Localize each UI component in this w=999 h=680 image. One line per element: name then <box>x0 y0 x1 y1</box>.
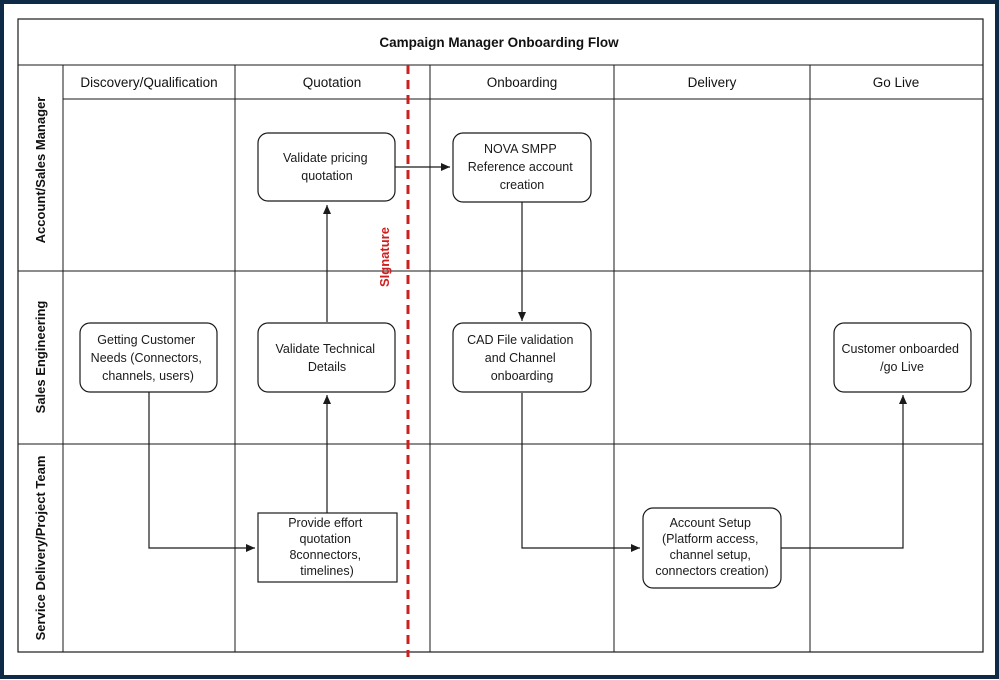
svg-text:Validate pricing quotati: Validate pricing quotation <box>283 151 371 183</box>
node-getting-customer-needs: Getting Customer Needs (Connectors, chan… <box>79 322 218 393</box>
node-nova-smpp: NOVA SMPP Reference account creation <box>452 132 592 203</box>
node-provide-effort-quotation: Provide effort quotation 8connectors, ti… <box>257 512 398 583</box>
node-cad-file-validation: CAD File validation and Channel onboardi… <box>452 322 592 393</box>
arrow-account-setup-to-go-live <box>781 395 907 549</box>
column-header-delivery: Delivery <box>688 75 737 90</box>
column-header-go-live: Go Live <box>873 75 920 90</box>
column-header-onboarding: Onboarding <box>487 75 558 90</box>
svg-text:Getting Customer Needs (: Getting Customer Needs (Connectors, chan… <box>91 333 206 383</box>
svg-text:Customer onboarded /go L: Customer onboarded /go Live <box>842 342 963 374</box>
svg-text:NOVA SMPP Reference acco: NOVA SMPP Reference account creation <box>468 142 576 192</box>
diagram-title: Campaign Manager Onboarding Flow <box>379 35 619 50</box>
svg-text:CAD File validation and: CAD File validation and Channel onboardi… <box>467 333 577 383</box>
column-header-quotation: Quotation <box>303 75 362 90</box>
swimlane-diagram: Campaign Manager Onboarding Flow Discove… <box>17 18 984 657</box>
lane-label-account-sales-manager: Account/Sales Manager <box>33 97 48 244</box>
svg-text:Provide effort quotation: Provide effort quotation 8connectors, ti… <box>288 516 366 578</box>
node-account-setup: Account Setup (Platform access, channel … <box>642 507 782 589</box>
arrow-cad-to-account-setup <box>521 393 640 552</box>
lane-label-sales-engineering: Sales Engineering <box>33 301 48 414</box>
arrow-needs-to-effort <box>148 392 255 552</box>
lane-label-service-delivery: Service Delivery/Project Team <box>33 456 48 641</box>
svg-text:Account Setup (Platform: Account Setup (Platform access, channel … <box>655 516 768 578</box>
diagram-border <box>17 18 984 653</box>
signature-label: SIgnature <box>377 227 392 287</box>
column-header-discovery: Discovery/Qualification <box>80 75 217 90</box>
node-customer-onboarded: Customer onboarded /go Live <box>833 322 972 393</box>
svg-text:Validate Technical Detai: Validate Technical Details <box>275 342 378 374</box>
node-validate-technical-details: Validate Technical Details <box>257 322 396 393</box>
node-validate-pricing: Validate pricing quotation <box>257 132 396 202</box>
